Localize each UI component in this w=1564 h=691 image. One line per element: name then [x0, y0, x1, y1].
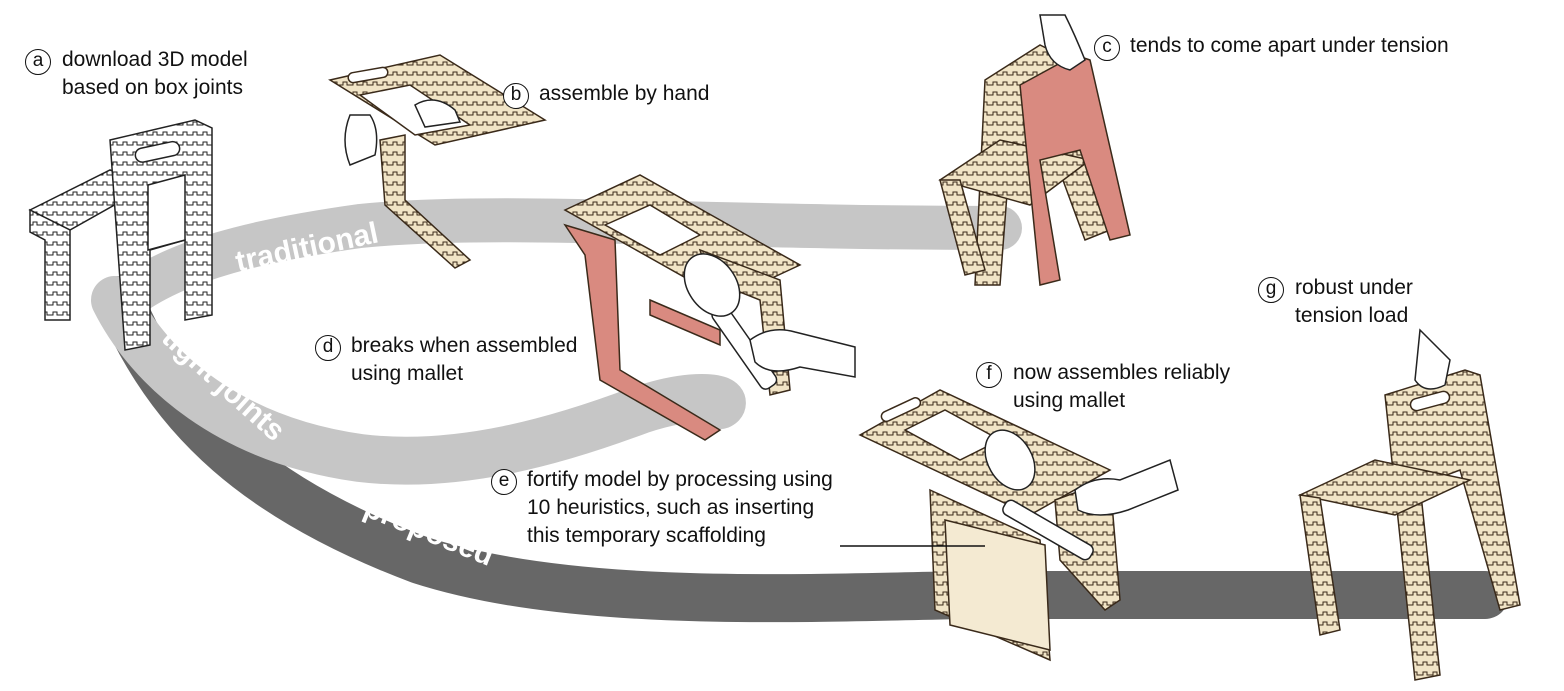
- chair-model-icon: [938, 44, 1131, 286]
- hand-icon: [1414, 328, 1451, 390]
- step-f-label: now assembles reliably using mallet: [1013, 359, 1230, 415]
- step-d-line-1: breaks when assembled: [351, 334, 578, 357]
- step-badge-a: a: [25, 49, 51, 75]
- step-badge-d: d: [315, 335, 341, 361]
- chair-model-icon: [1297, 369, 1521, 681]
- step-badge-g: g: [1258, 277, 1284, 303]
- step-badge-b: b: [503, 83, 529, 109]
- hand-icon: [1074, 458, 1179, 516]
- chair-model-icon: [28, 119, 213, 351]
- hand-icon: [749, 329, 856, 378]
- step-g-line-2: tension load: [1295, 304, 1409, 327]
- hand-icon: [1039, 14, 1086, 71]
- step-f-line-1: now assembles reliably: [1013, 361, 1231, 384]
- step-badge-f: f: [976, 362, 1002, 388]
- step-badge-e: e: [491, 469, 517, 495]
- tight-joints-path: [91, 276, 746, 485]
- step-b-label: assemble by hand: [539, 80, 709, 108]
- step-c-label: tends to come apart under tension: [1130, 32, 1449, 60]
- step-c-line-1: tends to come apart under tension: [1130, 34, 1449, 57]
- step-g-label: robust under tension load: [1295, 274, 1413, 330]
- step-a-line-1: download 3D model: [62, 48, 248, 71]
- step-d-label: breaks when assembled using mallet: [351, 332, 577, 388]
- step-a-label: download 3D model based on box joints: [62, 46, 248, 102]
- mallet-icon: [984, 429, 1094, 561]
- step-b-line-1: assemble by hand: [539, 82, 710, 105]
- step-e-line-1: fortify model by processing using: [527, 468, 833, 491]
- mallet-icon: [683, 253, 778, 390]
- step-g-line-1: robust under: [1295, 276, 1413, 299]
- step-e-line-3: this temporary scaffolding: [527, 524, 766, 547]
- step-d-line-2: using mallet: [351, 362, 464, 385]
- step-e-line-2: 10 heuristics, such as inserting: [527, 496, 815, 519]
- step-badge-c: c: [1094, 35, 1120, 61]
- step-f-line-2: using mallet: [1013, 389, 1126, 412]
- step-a-line-2: based on box joints: [62, 76, 243, 99]
- scaffolding-icon: [944, 519, 1051, 651]
- step-e-label: fortify model by processing using 10 heu…: [527, 466, 833, 550]
- hand-icon: [344, 99, 462, 166]
